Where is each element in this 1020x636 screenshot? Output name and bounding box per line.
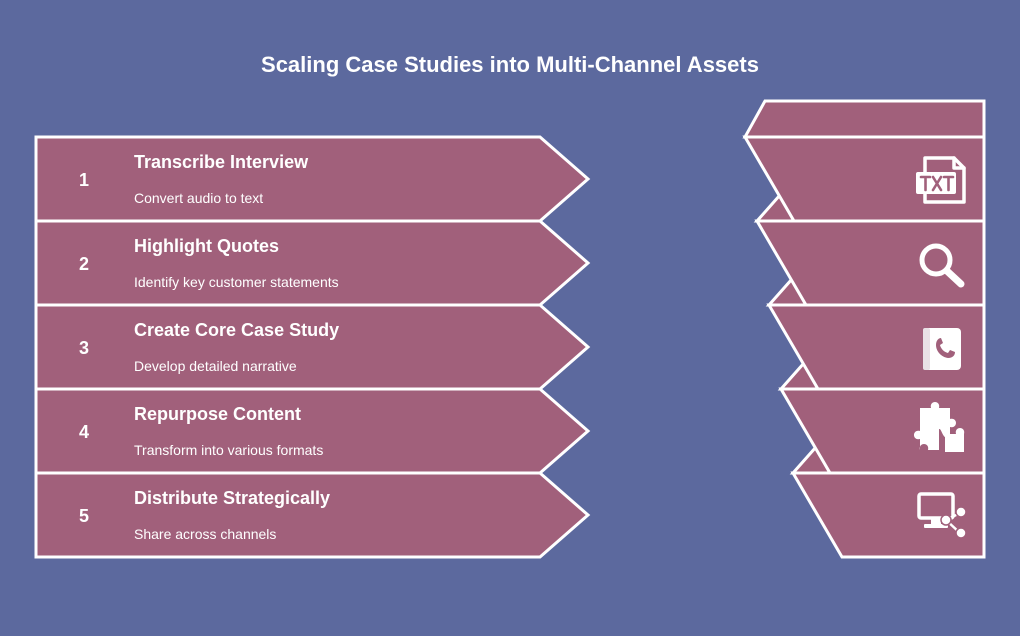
step-number: 3 [79, 338, 89, 358]
step-number: 2 [79, 254, 89, 274]
phone-book-icon [923, 328, 961, 370]
step-title: Repurpose Content [134, 404, 301, 424]
puzzle-icon [914, 402, 965, 452]
step-description: Share across channels [134, 526, 276, 542]
step-number: 4 [79, 422, 89, 442]
step-banner-2: 2 Highlight Quotes Identify key customer… [34, 219, 591, 307]
step-title: Distribute Strategically [134, 488, 330, 508]
diagram-title: Scaling Case Studies into Multi-Channel … [261, 52, 759, 77]
ribbon-top-fold [742, 99, 986, 139]
icon-ribbon [742, 99, 986, 559]
step-description: Convert audio to text [134, 190, 263, 206]
step-title: Highlight Quotes [134, 236, 279, 256]
step-title: Transcribe Interview [134, 152, 309, 172]
step-title: Create Core Case Study [134, 320, 339, 340]
step-arrow-shape [34, 303, 591, 391]
step-banner-5: 5 Distribute Strategically Share across … [34, 471, 591, 559]
step-banner-4: 4 Repurpose Content Transform into vario… [34, 387, 591, 475]
step-arrow-shape [34, 219, 591, 307]
step-description: Identify key customer statements [134, 274, 339, 290]
step-banner-1: 1 Transcribe Interview Convert audio to … [34, 135, 591, 223]
step-banner-3: 3 Create Core Case Study Develop detaile… [34, 303, 591, 391]
step-description: Develop detailed narrative [134, 358, 297, 374]
step-arrow-shape [34, 387, 591, 475]
step-number: 5 [79, 506, 89, 526]
monitor-share-icon [917, 492, 967, 539]
magnifier-icon [919, 243, 965, 288]
step-number: 1 [79, 170, 89, 190]
step-arrow-shape [34, 135, 591, 223]
step-arrow-shape [34, 471, 591, 559]
step-description: Transform into various formats [134, 442, 323, 458]
txt-file-icon [916, 156, 966, 204]
